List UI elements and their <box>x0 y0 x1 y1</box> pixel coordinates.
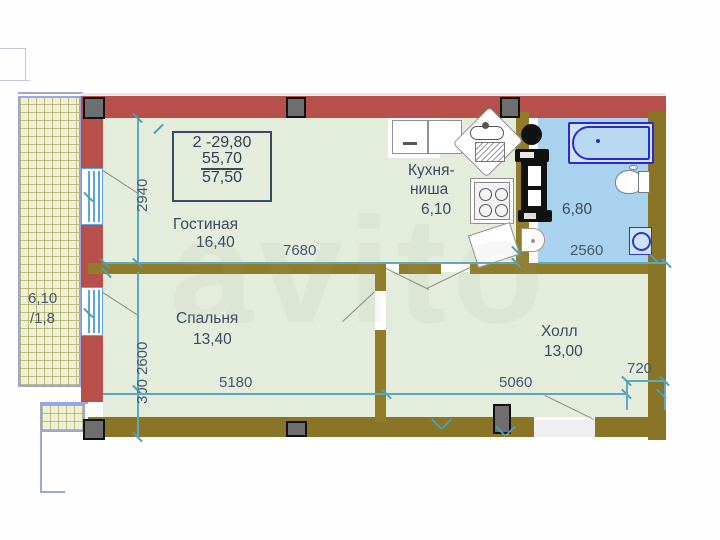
dim-hall-width: 5060 <box>499 374 533 391</box>
column-bottom-mid <box>286 421 307 437</box>
riser-detail <box>528 190 541 206</box>
balcony-rail <box>18 92 83 94</box>
room-label-kitchen-l1: Кухня- <box>408 162 455 179</box>
title-line-3: 57,50 <box>201 168 243 186</box>
room-bedroom <box>103 272 375 417</box>
dimline-living-width <box>103 262 516 264</box>
entrance-threshold <box>534 420 595 437</box>
dim-bedroom-width: 5180 <box>219 374 253 391</box>
kitchen-drainboard-icon <box>475 142 505 162</box>
room-label-hall: Холл <box>541 323 578 340</box>
column-top-left <box>83 97 105 119</box>
dimline-bedroom-width <box>103 393 386 395</box>
room-label-kitchen-l2: ниша <box>410 181 449 198</box>
room-area-hall: 13,00 <box>544 343 583 360</box>
appliance-detail <box>520 152 534 158</box>
exterior-wall-left-mid <box>81 225 103 287</box>
title-line-1: 2 -29,80 <box>192 134 252 151</box>
dimline-bedroom-offset <box>137 390 139 438</box>
interior-wall-h3 <box>399 263 441 274</box>
dimline-hall-right <box>626 380 666 382</box>
appliance-detail <box>524 213 536 219</box>
dimline-hall-width <box>386 393 626 395</box>
room-area-bathroom: 6,80 <box>562 201 593 218</box>
guide-line <box>0 80 30 81</box>
kitchen-upper-cabinet-2 <box>428 120 462 154</box>
door-opening-bedroom <box>375 291 386 330</box>
exterior-wall-right <box>648 112 666 440</box>
window-left-lower <box>81 287 103 336</box>
room-area-kitchen: 6,10 <box>421 201 452 218</box>
dimline-bath-width <box>538 262 666 264</box>
exterior-wall-bottom-right <box>595 417 657 437</box>
interior-wall-h1 <box>88 263 288 274</box>
stove-burner-icon <box>479 204 492 217</box>
room-area-living: 16,40 <box>196 234 235 251</box>
dim-living-width: 7680 <box>283 242 317 259</box>
toilet-cistern-icon <box>638 171 650 193</box>
dim-bedroom-height: 2600 <box>134 341 151 375</box>
toilet-lid-icon <box>629 165 638 170</box>
room-hall <box>383 272 648 417</box>
dimline-hall-right-v2 <box>664 380 666 410</box>
interior-wall-v1 <box>375 263 386 291</box>
balcony-area: 6,10 <box>28 290 58 307</box>
kitchen-faucet-icon <box>482 122 489 129</box>
bathtub-inner <box>572 126 650 160</box>
guide-line <box>0 48 26 49</box>
guide-line <box>25 48 26 81</box>
water-heater-icon <box>521 124 542 145</box>
dimline-hall-right-v <box>626 380 628 410</box>
room-label-bedroom: Спальня <box>176 310 239 327</box>
dim-living-height: 2940 <box>134 178 151 212</box>
exterior-wall-bottom-left <box>88 417 428 437</box>
balcony-hatch <box>18 96 81 387</box>
washbasin-drain-icon <box>632 232 651 251</box>
dim-hall-right: 720 <box>627 360 653 377</box>
interior-wall-v2 <box>375 330 386 422</box>
stove-burner-icon <box>479 188 492 201</box>
balcony-coef-area: /1,8 <box>30 310 56 327</box>
riser-detail <box>528 166 541 186</box>
balcony-lower-hatch <box>40 404 85 432</box>
stove-burner-icon <box>495 188 508 201</box>
balcony-rail <box>40 491 65 493</box>
column-bottom-left <box>83 419 105 440</box>
title-line-2: 55,70 <box>174 151 270 170</box>
room-label-living: Гостиная <box>173 216 239 233</box>
column-top-right <box>500 97 520 118</box>
balcony-rail <box>40 430 42 493</box>
interior-wall-h5 <box>540 263 648 274</box>
dim-bedroom-offset: 300 <box>134 378 151 404</box>
room-living <box>103 118 388 263</box>
cabinet-handle-icon <box>403 142 417 145</box>
interior-wall-h4 <box>470 263 540 274</box>
room-area-bedroom: 13,40 <box>193 331 232 348</box>
dimline-living-height <box>137 118 139 264</box>
exterior-wall-left-lower <box>81 336 103 402</box>
dimline-bedroom-height <box>137 272 139 390</box>
corner-washbasin-drain <box>531 239 535 243</box>
dim-bath-width: 2560 <box>570 242 604 259</box>
column-bottom-right <box>493 404 511 434</box>
window-left-upper <box>81 168 103 225</box>
interior-wall-h2 <box>288 263 376 274</box>
balcony-rail <box>40 402 88 404</box>
wall-cap <box>81 93 666 96</box>
bathtub-drain-icon <box>596 139 600 143</box>
exterior-wall-top <box>81 96 666 118</box>
apartment-title-block: 2 -29,80 55,70 57,50 <box>172 131 272 202</box>
column-top-mid <box>286 97 306 118</box>
stove-burner-icon <box>495 204 508 217</box>
kitchen-upper-cabinet-1 <box>392 120 428 154</box>
